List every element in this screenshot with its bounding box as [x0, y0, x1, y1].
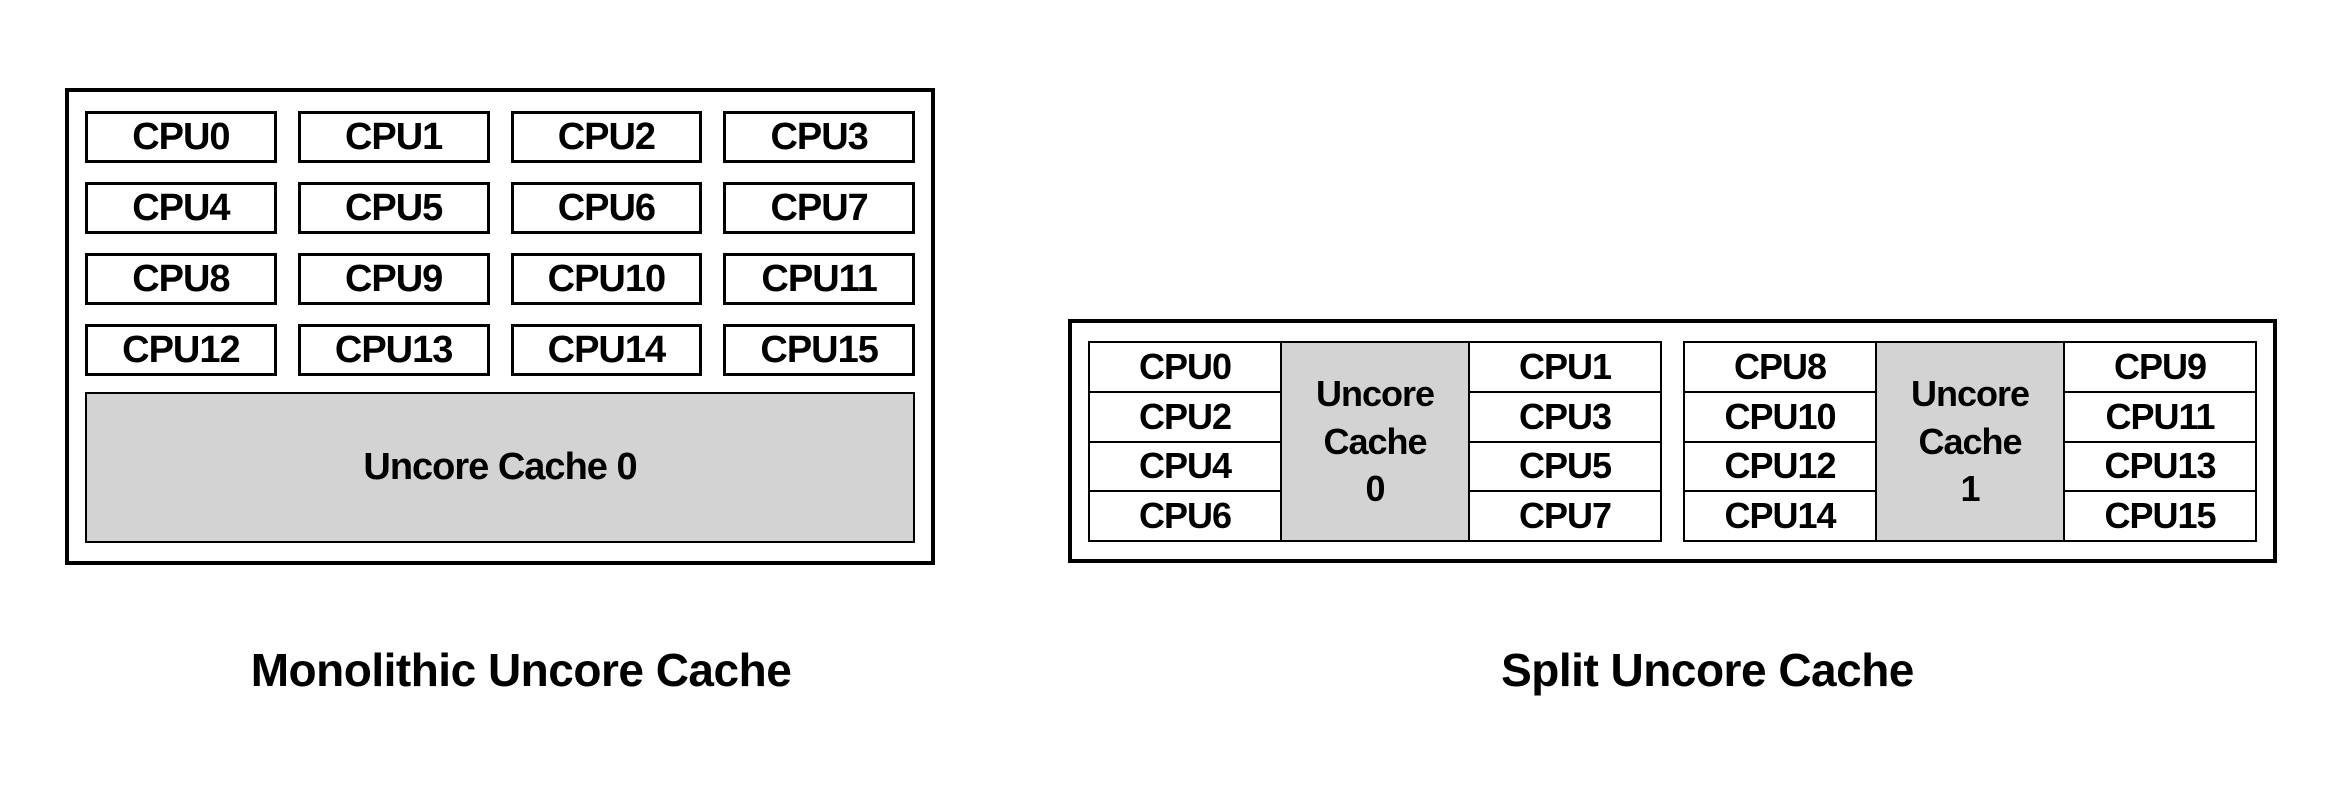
cpu-box: CPU9 — [297, 253, 490, 305]
cluster1-odd-cpu-column: CPU9 CPU11 CPU13 CPU15 — [2065, 343, 2255, 540]
cpu-box: CPU5 — [297, 182, 490, 234]
cpu-cell: CPU7 — [1470, 492, 1660, 540]
cpu-cell: CPU4 — [1090, 442, 1280, 493]
cpu-cell: CPU9 — [2065, 343, 2255, 393]
cpu-cell: CPU14 — [1685, 492, 1875, 540]
cpu-box: CPU6 — [510, 182, 703, 234]
cpu-box: CPU3 — [723, 111, 915, 163]
cpu-box: CPU2 — [510, 111, 703, 163]
cluster0-even-cpu-column: CPU0 CPU2 CPU4 CPU6 — [1090, 343, 1280, 540]
uncore-cache-0-cell: Uncore Cache 0 — [1280, 343, 1470, 540]
cpu-cell: CPU12 — [1685, 442, 1875, 493]
split-cluster-0: CPU0 CPU2 CPU4 CPU6 Uncore Cache 0 CPU1 … — [1088, 341, 1662, 542]
cpu-box: CPU13 — [297, 324, 490, 376]
cpu-cell: CPU10 — [1685, 392, 1875, 443]
cluster1-even-cpu-column: CPU8 CPU10 CPU12 CPU14 — [1685, 343, 1875, 540]
uncore-cache-1-cell: Uncore Cache 1 — [1875, 343, 2065, 540]
cache-label-line: Uncore — [1315, 372, 1435, 414]
cpu-cell: CPU13 — [2065, 442, 2255, 493]
cache-label-line: 0 — [1365, 468, 1385, 510]
cpu-cell: CPU15 — [2065, 492, 2255, 540]
cpu-box: CPU10 — [510, 253, 703, 305]
split-diagram: CPU0 CPU2 CPU4 CPU6 Uncore Cache 0 CPU1 … — [1068, 319, 2277, 563]
cpu-cell: CPU2 — [1090, 392, 1280, 443]
cpu-box: CPU4 — [85, 182, 277, 234]
cpu-cell: CPU3 — [1470, 392, 1660, 443]
monolithic-diagram: CPU0 CPU1 CPU2 CPU3 CPU4 CPU5 CPU6 CPU7 … — [65, 88, 935, 565]
split-cluster-1: CPU8 CPU10 CPU12 CPU14 Uncore Cache 1 CP… — [1683, 341, 2257, 542]
cpu-box: CPU15 — [723, 324, 915, 376]
cpu-cell: CPU8 — [1685, 343, 1875, 393]
cpu-box: CPU14 — [510, 324, 703, 376]
cpu-cell: CPU6 — [1090, 492, 1280, 540]
cluster0-odd-cpu-column: CPU1 CPU3 CPU5 CPU7 — [1470, 343, 1660, 540]
cpu-cell: CPU0 — [1090, 343, 1280, 393]
cache-label-line: Uncore — [1910, 372, 2030, 414]
cpu-cell: CPU5 — [1470, 442, 1660, 493]
monolithic-cpu-grid: CPU0 CPU1 CPU2 CPU3 CPU4 CPU5 CPU6 CPU7 … — [85, 111, 915, 376]
cpu-box: CPU7 — [723, 182, 915, 234]
cpu-box: CPU1 — [297, 111, 490, 163]
cache-label-line: Cache — [1918, 420, 2022, 462]
cpu-cell: CPU11 — [2065, 392, 2255, 443]
cpu-cell: CPU1 — [1470, 343, 1660, 393]
split-caption: Split Uncore Cache — [1501, 644, 1914, 696]
monolithic-caption: Monolithic Uncore Cache — [250, 644, 792, 696]
uncore-cache-0-box: Uncore Cache 0 — [85, 392, 915, 543]
cpu-box: CPU12 — [85, 324, 277, 376]
cpu-box: CPU11 — [723, 253, 915, 305]
cpu-box: CPU8 — [85, 253, 277, 305]
cpu-box: CPU0 — [85, 111, 277, 163]
cache-label-line: Cache — [1323, 420, 1427, 462]
cache-label-line: 1 — [1960, 468, 1980, 510]
